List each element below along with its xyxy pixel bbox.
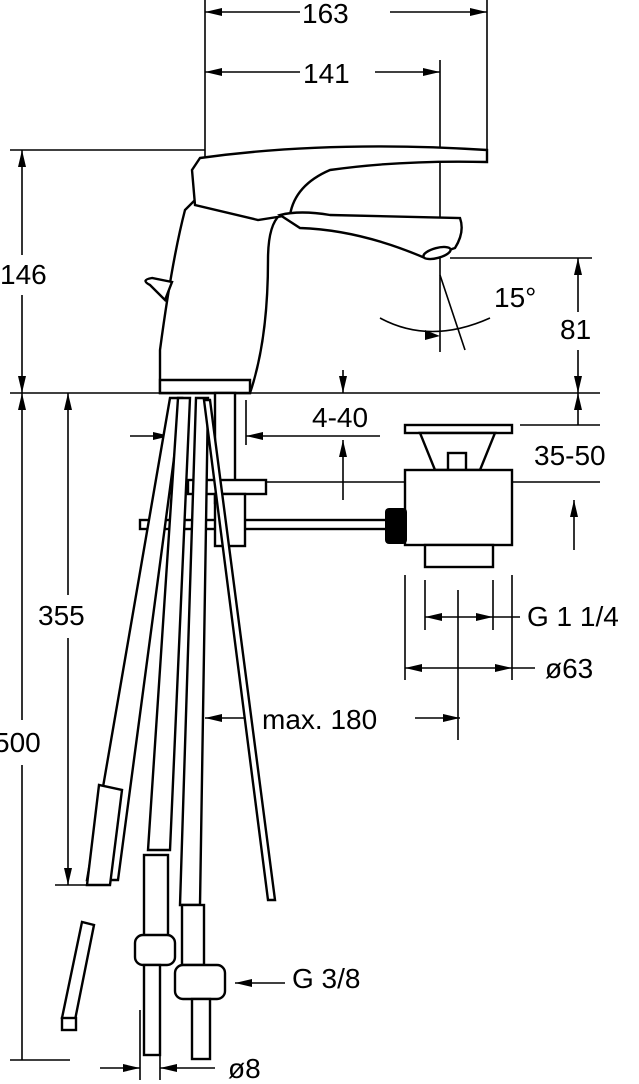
dim-drain-thread: G 1 1/4 — [527, 601, 619, 632]
dim-max-distance: max. 180 — [262, 704, 378, 735]
dim-width-total: 163 — [302, 0, 349, 29]
drain-assembly — [385, 423, 514, 569]
dim-spout-height: 81 — [560, 314, 592, 345]
hoses — [60, 396, 277, 1061]
dim-height-total: 146 — [0, 259, 47, 290]
dim-drain-diameter: ø63 — [545, 653, 594, 684]
dim-spout-reach: 141 — [303, 58, 350, 89]
dim-hose-thread: G 3/8 — [292, 963, 361, 994]
faucet-body — [138, 145, 489, 548]
dim-deck-thickness: 4-40 — [312, 402, 369, 433]
dim-spout-angle: 15° — [494, 282, 537, 313]
dim-drain-range: 35-50 — [534, 440, 606, 471]
dim-hose-diameter: ø8 — [228, 1053, 261, 1084]
dim-hose-length-short: 355 — [38, 600, 85, 631]
dim-hose-length-long: 500 — [0, 727, 41, 758]
